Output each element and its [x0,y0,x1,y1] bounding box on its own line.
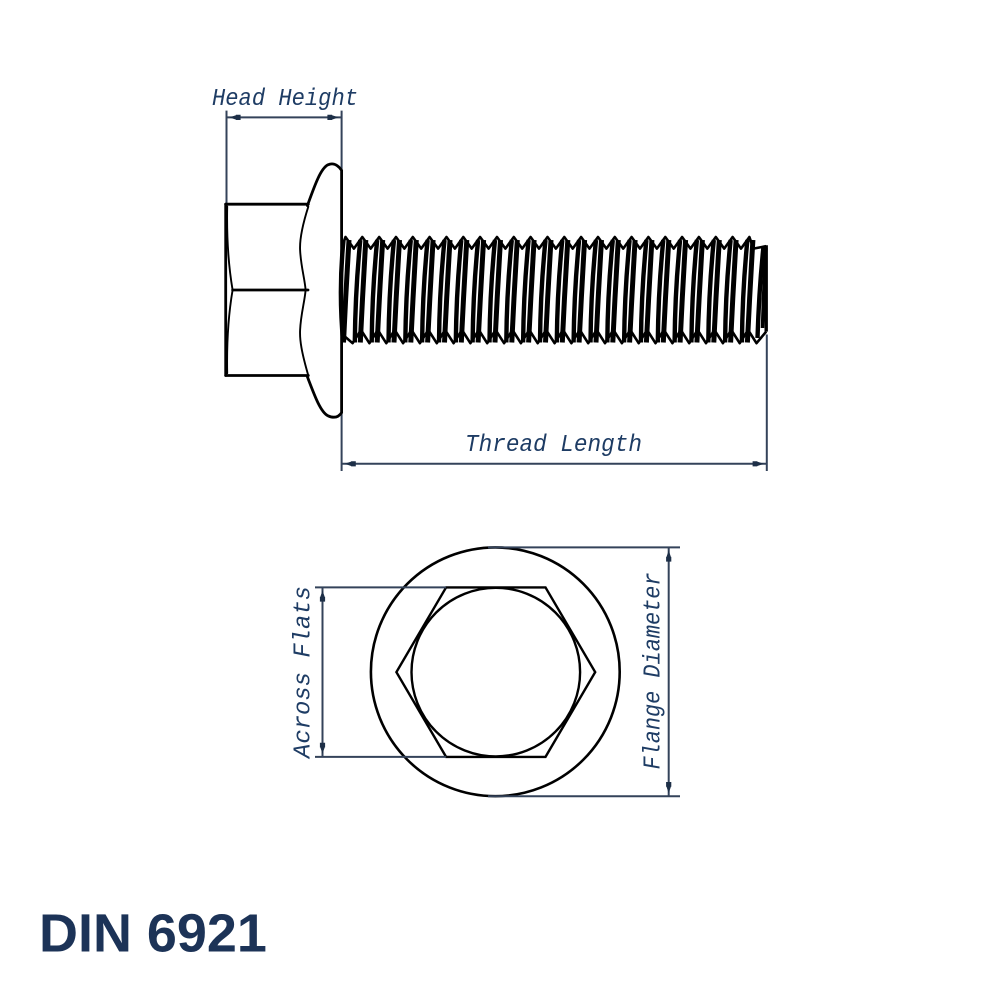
svg-text:Thread Length: Thread Length [465,432,642,459]
svg-text:Across Flats: Across Flats [291,586,318,760]
svg-text:DIN 6921: DIN 6921 [39,904,267,964]
svg-text:Flange Diameter: Flange Diameter [641,573,668,770]
svg-text:Head Height: Head Height [212,86,358,113]
